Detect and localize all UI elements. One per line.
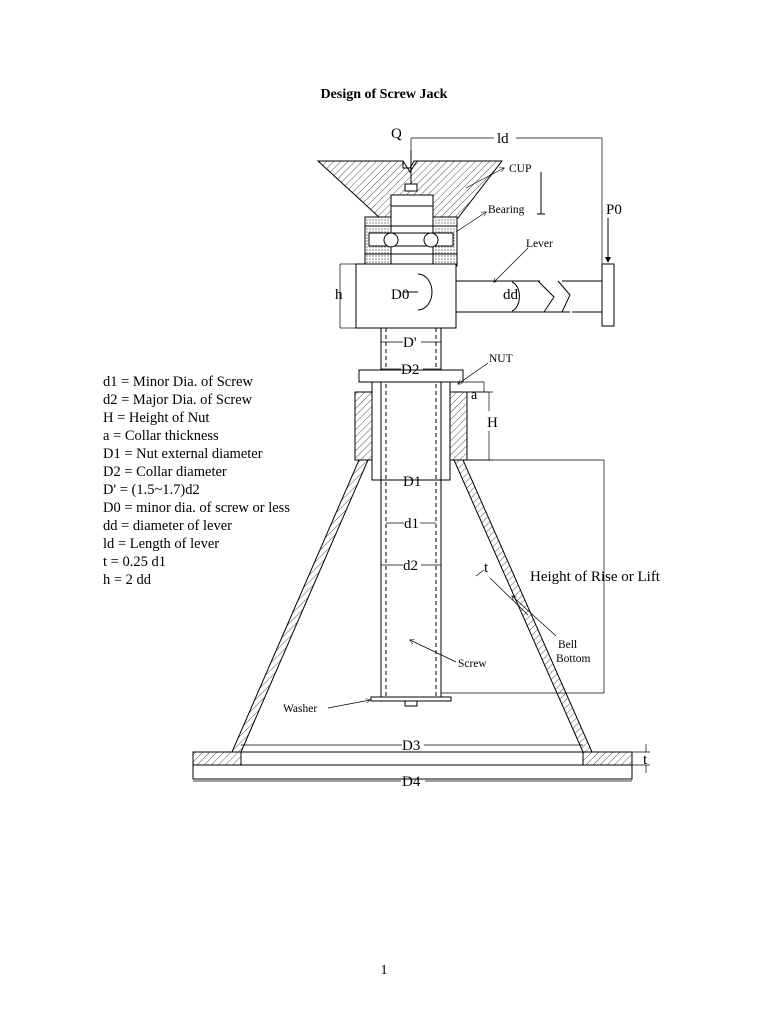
label-d2-collar: D2 (401, 362, 419, 378)
legend-item: ld = Length of lever (103, 536, 220, 552)
legend-item: d2 = Major Dia. of Screw (103, 392, 253, 408)
base-plate (192, 744, 650, 782)
label-ld: ld (497, 131, 509, 147)
legend-item: t = 0.25 d1 (103, 554, 166, 570)
label-bearing: Bearing (488, 204, 525, 216)
label-d-prime: D' (403, 335, 417, 351)
symbol-legend: d1 = Minor Dia. of Screw d2 = Major Dia.… (103, 373, 290, 589)
bell-bottom (231, 459, 605, 753)
legend-item: H = Height of Nut (103, 410, 210, 426)
label-d2-screw: d2 (403, 558, 418, 574)
legend-item: h = 2 dd (103, 572, 152, 588)
label-d1-screw: d1 (404, 516, 419, 532)
drawing-labels: Q ld CUP P0 Bearing Lever h D0 dd D' NUT… (283, 126, 661, 790)
label-a: a (471, 388, 478, 403)
lever-head (339, 247, 615, 329)
label-cup: CUP (509, 163, 531, 175)
label-screw: Screw (458, 658, 487, 670)
label-d4: D4 (402, 774, 421, 790)
page-number: 1 (380, 963, 388, 978)
label-lever: Lever (526, 238, 553, 250)
legend-item: a = Collar thickness (103, 428, 219, 444)
legend-item: D' = (1.5~1.7)d2 (103, 482, 200, 498)
nut (354, 362, 493, 481)
label-h-nut: H (487, 415, 498, 431)
load-dimensions (410, 137, 611, 264)
label-bottom: Bottom (556, 653, 591, 665)
label-t-base: t (643, 752, 648, 768)
label-q: Q (391, 126, 402, 142)
label-washer: Washer (283, 703, 317, 715)
bearing (364, 194, 486, 267)
label-dd: dd (503, 287, 519, 303)
legend-item: dd = diameter of lever (103, 518, 232, 534)
legend-item: D0 = minor dia. of screw or less (103, 500, 290, 516)
legend-item: D2 = Collar diameter (103, 464, 227, 480)
page-title: Design of Screw Jack (320, 87, 448, 102)
label-t-bell: t (484, 560, 489, 576)
washer (327, 696, 452, 709)
label-bell: Bell (558, 639, 577, 651)
legend-item: D1 = Nut external diameter (103, 446, 263, 462)
label-d3: D3 (402, 738, 420, 754)
label-d1-nut: D1 (403, 474, 421, 490)
label-h-lever: h (335, 287, 343, 303)
label-p0: P0 (606, 202, 622, 218)
label-nut: NUT (489, 353, 513, 365)
label-height-rise: Height of Rise or Lift (530, 569, 661, 585)
legend-item: d1 = Minor Dia. of Screw (103, 374, 253, 390)
label-d0: D0 (391, 287, 409, 303)
